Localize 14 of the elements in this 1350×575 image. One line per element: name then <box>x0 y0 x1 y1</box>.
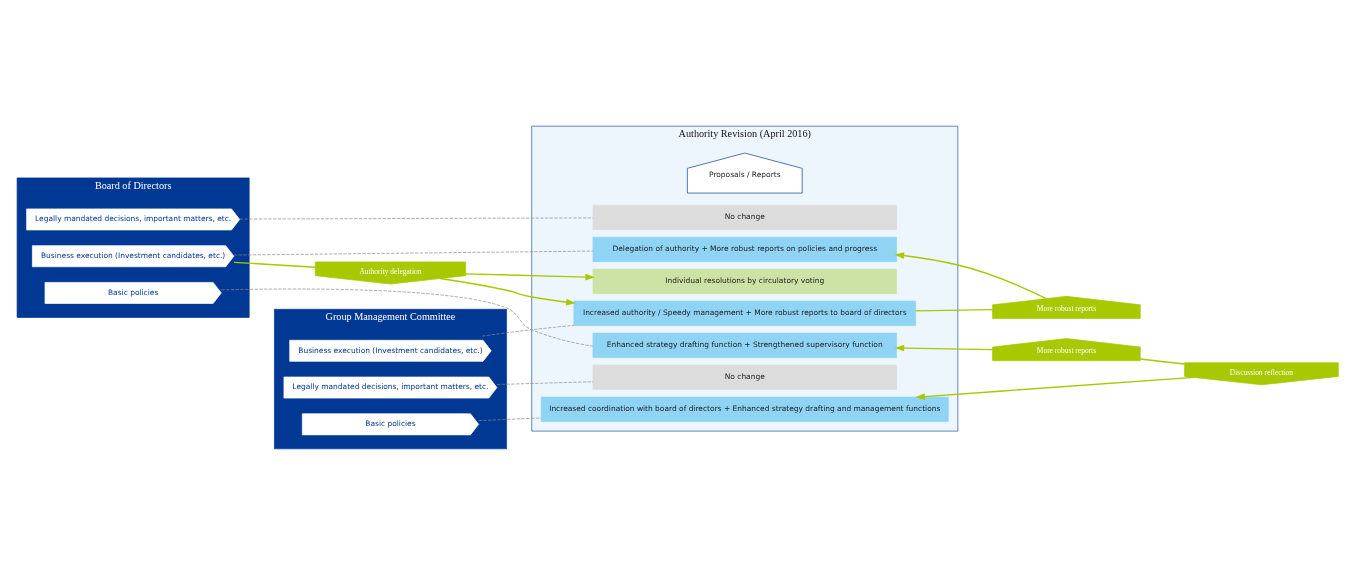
arrow <box>894 252 1047 300</box>
connector <box>239 217 594 220</box>
connector <box>233 250 594 256</box>
connector <box>1139 358 1186 365</box>
connector <box>481 325 575 337</box>
arrow <box>894 344 994 352</box>
connector <box>496 381 594 385</box>
arrow <box>915 376 1195 400</box>
connector <box>233 261 316 268</box>
arrow <box>439 277 576 306</box>
connector <box>915 309 994 312</box>
arrow <box>465 273 595 281</box>
connector <box>478 417 542 421</box>
connector <box>220 288 594 347</box>
